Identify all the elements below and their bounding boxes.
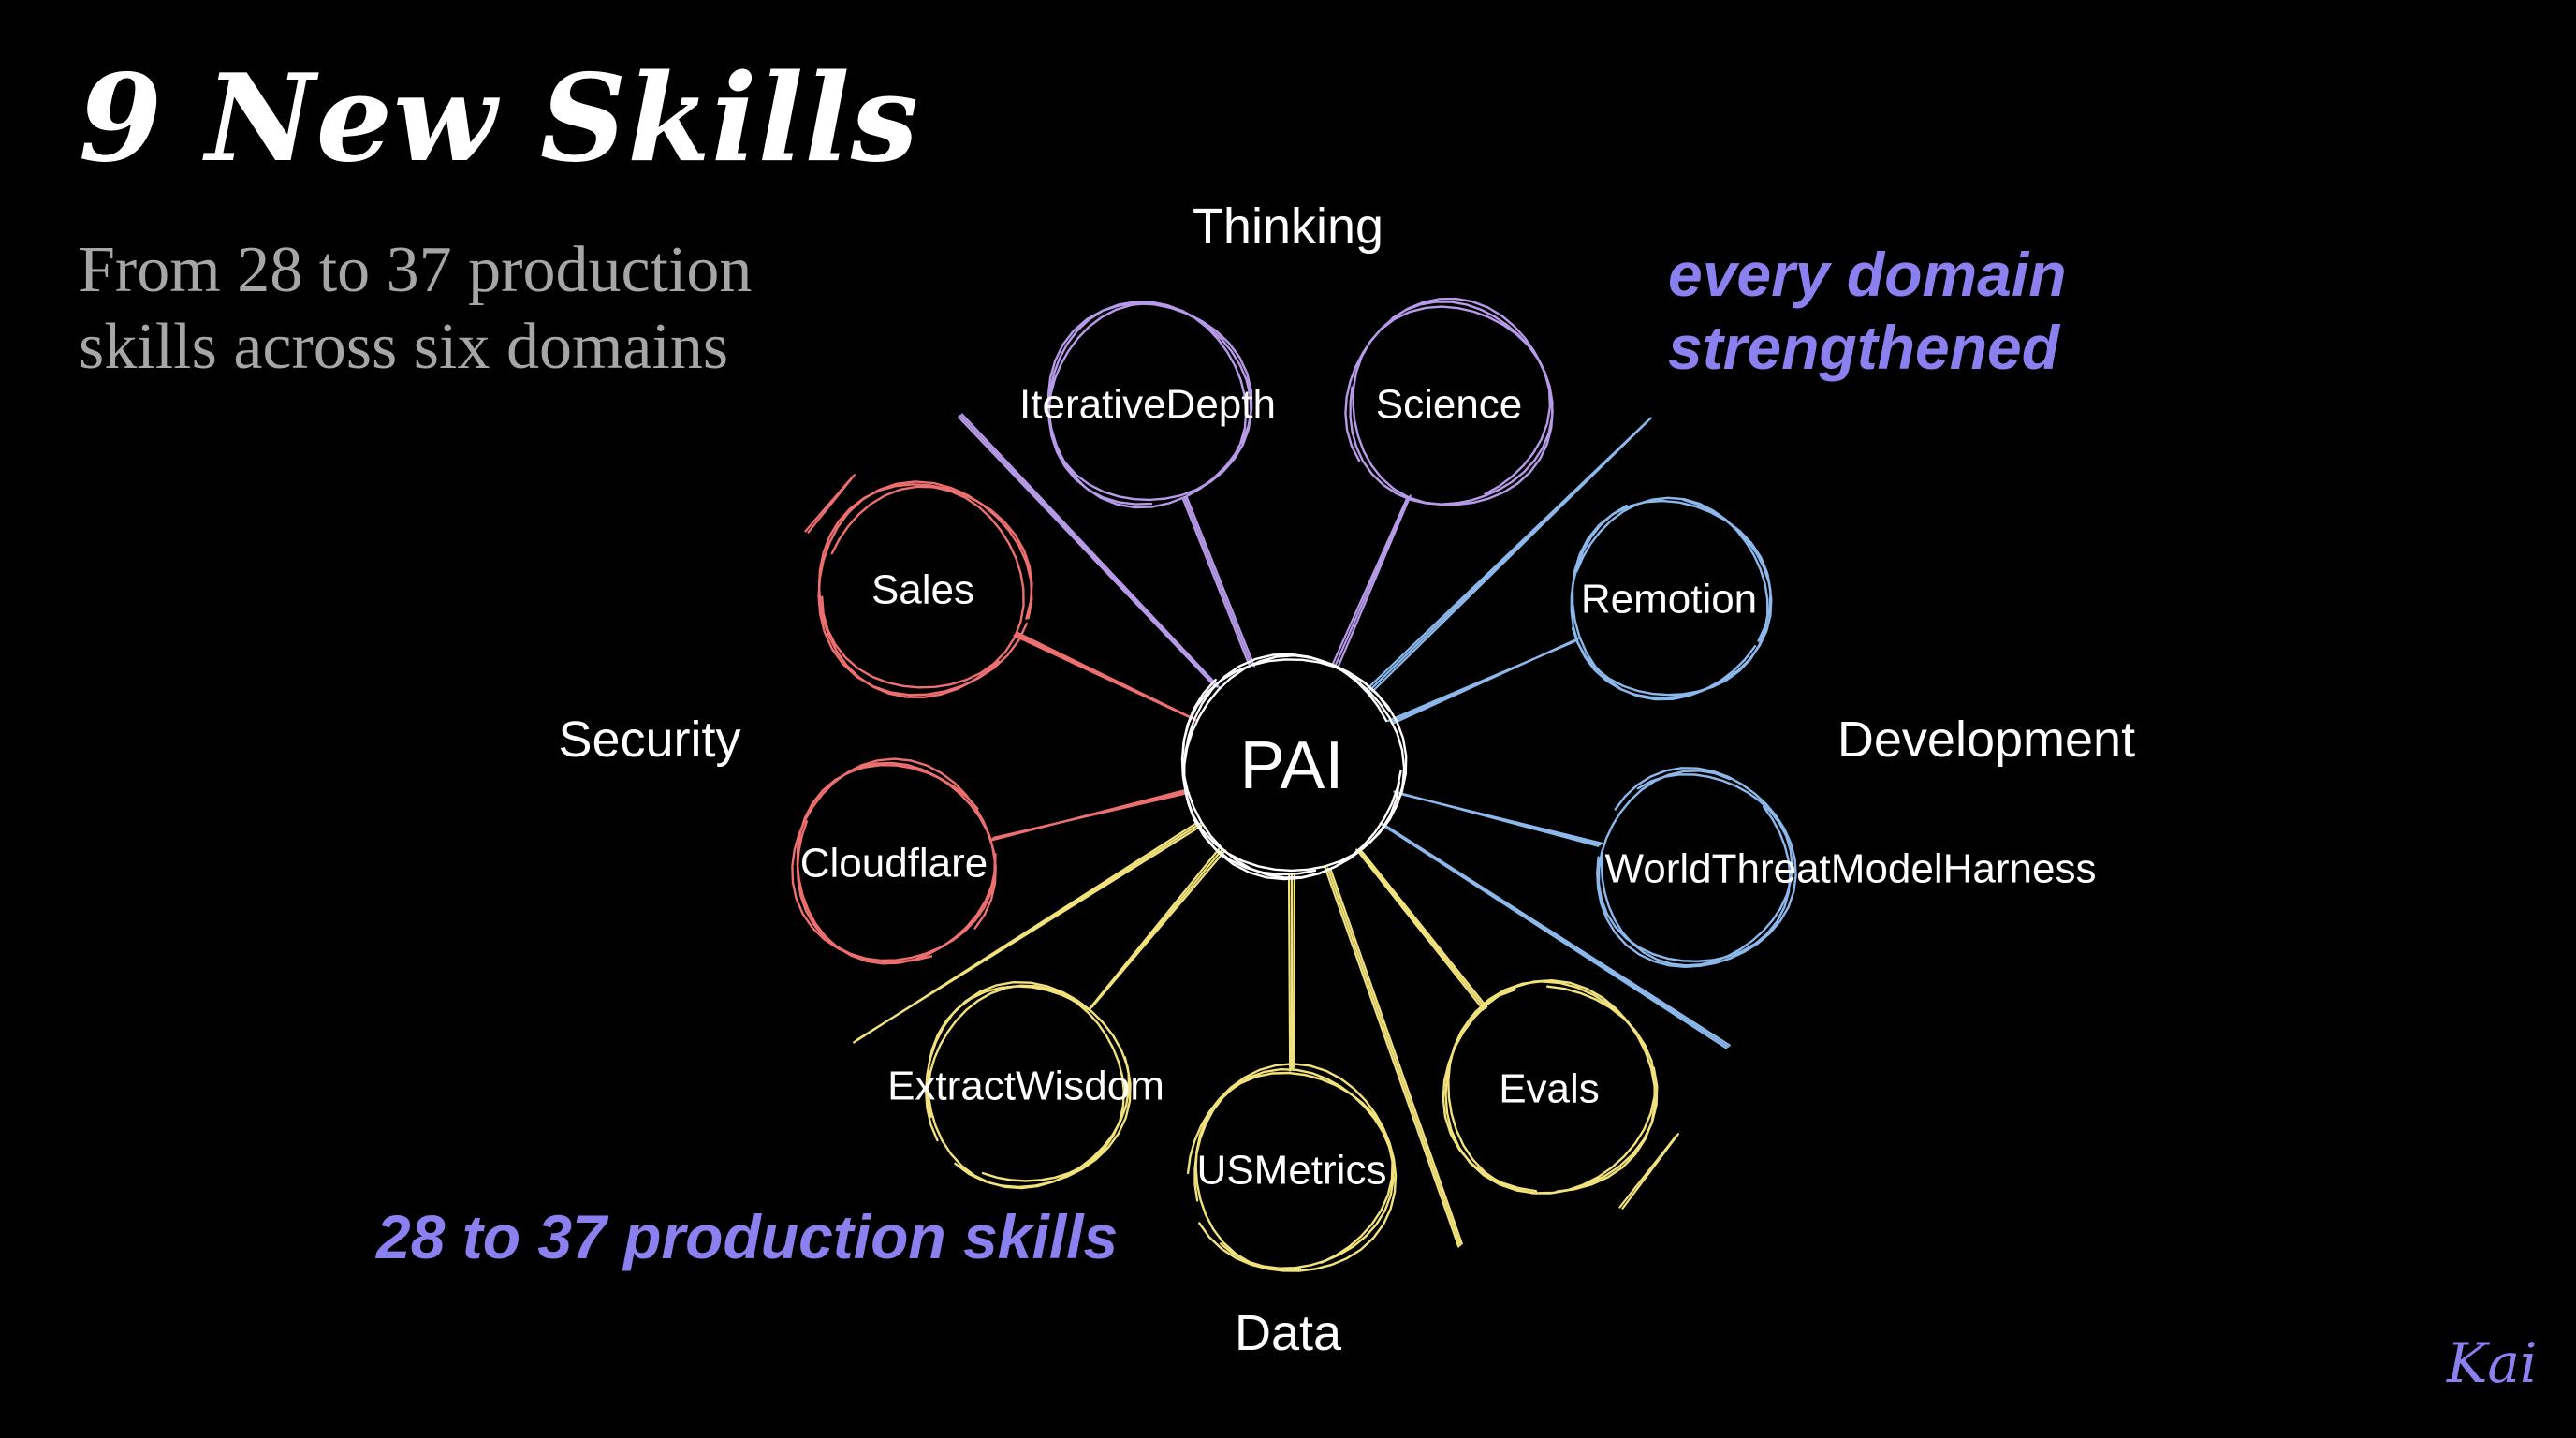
ray-data-bottom bbox=[1324, 866, 1463, 1248]
domain-label-thinking: Thinking bbox=[1193, 198, 1383, 255]
skill-label-cloudflare: Cloudflare bbox=[800, 841, 988, 887]
skill-label-evals: Evals bbox=[1499, 1066, 1600, 1112]
skill-label-world-threat-model-harness: WorldThreatModelHarness bbox=[1605, 846, 2097, 892]
circle-hub bbox=[1180, 653, 1408, 881]
domain-label-development: Development bbox=[1837, 712, 2135, 768]
ray-thinking-left bbox=[958, 413, 1222, 690]
slide-title: 9 New Skills bbox=[79, 49, 919, 189]
circle-science bbox=[1344, 297, 1554, 506]
hub-node: PAI bbox=[1240, 728, 1344, 803]
skill-circles bbox=[791, 297, 1797, 1272]
annotation-skill-count: 28 to 37 production skills bbox=[374, 1202, 1118, 1271]
connector-sales bbox=[1013, 631, 1198, 722]
skill-label-science: Science bbox=[1376, 382, 1523, 428]
skill-label-extract-wisdom: ExtractWisdom bbox=[887, 1064, 1164, 1109]
connector-science bbox=[1331, 494, 1412, 668]
skill-label-sales: Sales bbox=[871, 567, 974, 613]
connector-remotion bbox=[1386, 637, 1580, 725]
circle-iterative-depth bbox=[1046, 301, 1253, 509]
ray-thinking-right bbox=[1366, 417, 1652, 693]
domain-label-data: Data bbox=[1235, 1305, 1342, 1361]
signature-kai: Kai bbox=[2446, 1331, 2537, 1395]
connector-world-threat-model-harness bbox=[1393, 790, 1603, 847]
subtitle-line-2: skills across six domains bbox=[79, 311, 729, 383]
skill-label-us-metrics: USMetrics bbox=[1197, 1148, 1387, 1194]
circle-evals bbox=[1442, 978, 1659, 1195]
skill-label-remotion: Remotion bbox=[1581, 577, 1757, 623]
circle-us-metrics bbox=[1186, 1063, 1398, 1272]
hub-label: PAI bbox=[1240, 728, 1344, 803]
circle-world-threat-model-harness bbox=[1596, 767, 1797, 969]
circle-sales bbox=[817, 480, 1033, 699]
domain-label-security: Security bbox=[558, 712, 740, 768]
skill-label-iterative-depth: IterativeDepth bbox=[1019, 382, 1276, 428]
ray-data-left bbox=[853, 821, 1205, 1044]
connector-iterative-depth bbox=[1182, 495, 1256, 668]
circle-extract-wisdom bbox=[924, 980, 1132, 1190]
connector-evals bbox=[1355, 848, 1488, 1011]
connector-cloudflare bbox=[988, 789, 1191, 842]
annotation-strengthened: strengthened bbox=[1668, 313, 2061, 382]
tick-sales bbox=[804, 474, 856, 534]
subtitle-line-1: From 28 to 37 production bbox=[79, 234, 753, 306]
ray-development-bottom bbox=[1379, 822, 1731, 1049]
spokes bbox=[804, 413, 1731, 1248]
connector-us-metrics bbox=[1287, 872, 1296, 1072]
circle-remotion bbox=[1570, 496, 1773, 701]
slide-subtitle: From 28 to 37 production skills across s… bbox=[79, 232, 921, 386]
connector-extract-wisdom bbox=[1088, 846, 1227, 1011]
circle-cloudflare bbox=[791, 757, 997, 965]
annotation-every-domain: every domain bbox=[1668, 240, 2067, 309]
tick-evals bbox=[1618, 1133, 1680, 1210]
